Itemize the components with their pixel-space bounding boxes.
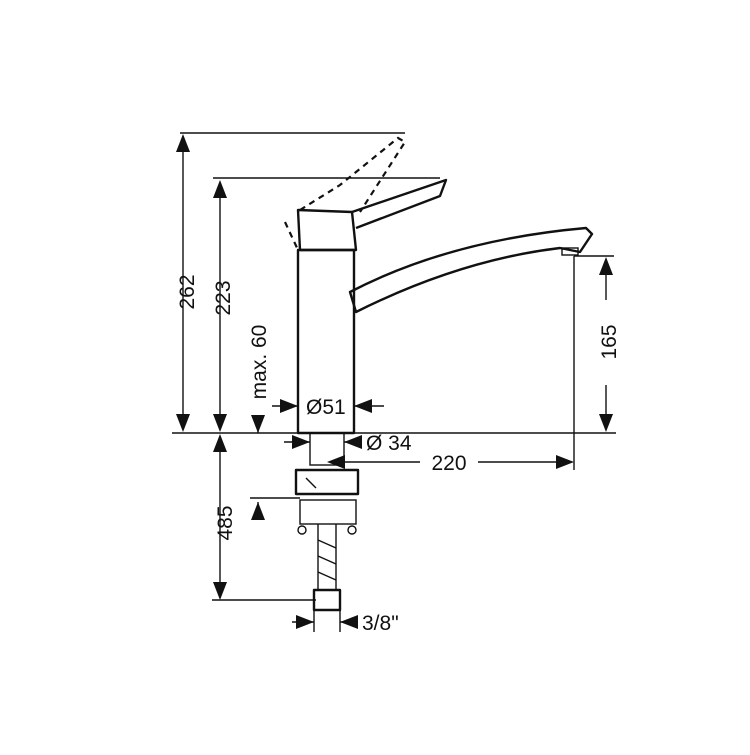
lever-alt-position: [284, 136, 407, 251]
supply-hose: [317, 524, 337, 590]
label-d51: Ø51: [306, 396, 346, 419]
dimension-220: 220: [327, 452, 574, 475]
label-165: 165: [598, 324, 621, 359]
shank: [309, 432, 345, 466]
dimension-d51: Ø51: [272, 396, 384, 419]
mounting-nut: [294, 468, 360, 496]
nut-detail: [305, 477, 317, 489]
mounting-plate: [299, 499, 357, 525]
dimension-3-8: 3/8": [292, 610, 399, 635]
label-3-8: 3/8": [362, 612, 399, 635]
spout: [348, 226, 594, 314]
faucet-outline: [284, 136, 594, 435]
dimension-223: 223: [212, 177, 440, 432]
label-223: 223: [212, 280, 235, 315]
aerator: [561, 247, 579, 256]
dimension-165: 165: [573, 255, 621, 470]
dimension-485: 485: [212, 434, 316, 601]
hose-braid: [317, 539, 337, 581]
lever: [351, 178, 448, 230]
label-220: 220: [431, 452, 466, 475]
bolt-left: [297, 525, 307, 535]
label-max-60: max. 60: [248, 325, 271, 400]
label-262: 262: [176, 274, 199, 309]
dimension-d34: Ø 34: [284, 432, 412, 455]
bolt-right: [347, 525, 357, 535]
dimension-max-60: max. 60: [248, 325, 271, 433]
label-485: 485: [214, 505, 237, 540]
dimension-262: 262: [176, 132, 405, 432]
handle-cap: [296, 208, 358, 252]
label-d34: Ø 34: [366, 432, 412, 455]
connector-nut: [312, 588, 342, 612]
under-deck-assembly: [294, 432, 360, 612]
